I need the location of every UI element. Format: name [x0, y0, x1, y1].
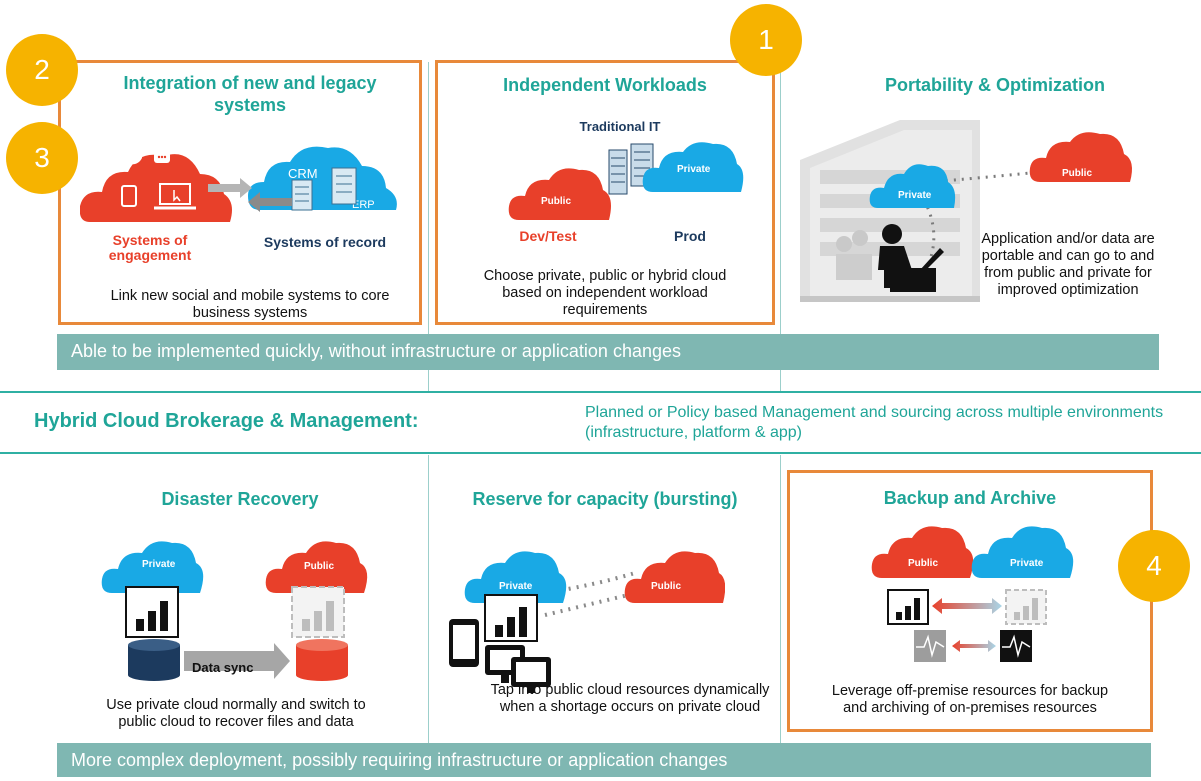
label-systems-of-record: Systems of record — [263, 234, 387, 250]
portability-description: Application and/or data are portable and… — [981, 231, 1155, 298]
divider-top-2 — [780, 62, 781, 392]
divider-bottom-1 — [428, 455, 429, 745]
cloud-label: Private — [1010, 558, 1044, 569]
cloud-icon — [464, 551, 567, 603]
tablet-icon — [449, 619, 479, 667]
integration-description: Link new social and mobile systems to co… — [110, 288, 390, 321]
cloud-label: Public — [651, 581, 681, 592]
workloads-description: Choose private, public or hybrid cloud b… — [483, 268, 727, 318]
backup-archive-diagram: Public Private — [871, 526, 1074, 662]
bar-chart-icon — [484, 594, 538, 642]
portability-diagram: Private Public — [800, 120, 1132, 302]
brokerage-description: Planned or Policy based Management and s… — [585, 404, 1164, 441]
bar-chart-icon — [125, 586, 345, 638]
cloud-label: Private — [499, 581, 533, 592]
cloud-label: Public — [1062, 168, 1092, 179]
brokerage-title: Hybrid Cloud Brokerage & Management: — [34, 410, 419, 432]
tablet-icon — [121, 185, 137, 207]
cloud-label: Public — [304, 561, 334, 572]
monitor-icon — [485, 645, 551, 693]
label-dev-test: Dev/Test — [519, 228, 577, 244]
cloud-icon — [101, 541, 204, 593]
svg-text:ERP: ERP — [352, 199, 375, 211]
cloud-label: Public — [541, 196, 571, 207]
cloud-icon — [1029, 132, 1132, 182]
waveform-icon — [914, 630, 1032, 662]
bird-icon — [118, 147, 146, 165]
badge-1: 1 — [730, 4, 802, 76]
label-prod: Prod — [674, 228, 706, 244]
highlight-box-integration — [58, 60, 422, 325]
bar-chart-icon — [887, 589, 1047, 625]
cloud-label: Private — [142, 559, 176, 570]
data-sync-label: Data sync — [192, 660, 254, 675]
bottom-band: More complex deployment, possibly requir… — [57, 743, 1151, 777]
user-at-desk-icon — [836, 224, 944, 292]
cloud-icon — [265, 541, 368, 593]
disaster-recovery-diagram: Private Public — [101, 541, 368, 681]
portability-title: Portability & Optimization — [884, 75, 1105, 95]
cloud-icon — [508, 168, 611, 220]
cloud-icon — [869, 164, 956, 208]
reserve-capacity-description: Tap into public cloud resources dynamica… — [490, 682, 770, 715]
section-divider-bottom — [0, 452, 1201, 454]
highlight-box-workloads — [435, 60, 775, 325]
top-band: Able to be implemented quickly, without … — [57, 334, 1159, 370]
cloud-icon — [80, 154, 232, 222]
server-icon — [291, 167, 357, 211]
integration-diagram: CRM HR ERP — [80, 146, 397, 222]
chat-icon — [154, 152, 170, 163]
cloud-icon — [871, 526, 974, 578]
cloud-label: Private — [677, 164, 711, 175]
cloud-icon — [971, 526, 1074, 578]
workloads-title: Independent Workloads — [503, 75, 707, 95]
integration-title: Integration of new and legacy systems — [123, 73, 377, 115]
cloud-icon — [248, 146, 397, 210]
divider-bottom-2 — [780, 455, 781, 745]
badge-4: 4 — [1118, 530, 1190, 602]
backup-archive-description: Leverage off-premise resources for backu… — [831, 683, 1109, 716]
arrow-icon — [208, 178, 292, 212]
backup-archive-title: Backup and Archive — [883, 488, 1057, 508]
label-systems-of-engagement: Systems of engagement — [108, 232, 192, 263]
arrow-icon — [932, 598, 1002, 652]
divider-top-1 — [428, 62, 429, 392]
cloud-label: Public — [908, 558, 938, 569]
arrow-icon — [184, 643, 290, 679]
reserve-capacity-diagram: Private Public — [449, 551, 725, 693]
laptop-icon — [154, 183, 196, 210]
cloud-icon — [624, 551, 725, 603]
svg-text:CRM: CRM — [288, 166, 318, 181]
cloud-label: Private — [898, 190, 932, 201]
badge-2: 2 — [6, 34, 78, 106]
workloads-diagram: Public Private — [508, 142, 744, 220]
database-icon — [128, 639, 348, 681]
section-divider-top — [0, 391, 1201, 393]
disaster-recovery-description: Use private cloud normally and switch to… — [106, 697, 366, 730]
reserve-capacity-title: Reserve for capacity (bursting) — [472, 489, 738, 509]
badge-3: 3 — [6, 122, 78, 194]
label-traditional-it: Traditional IT — [579, 119, 661, 134]
disaster-recovery-title: Disaster Recovery — [161, 489, 319, 509]
cloud-icon — [642, 142, 744, 192]
